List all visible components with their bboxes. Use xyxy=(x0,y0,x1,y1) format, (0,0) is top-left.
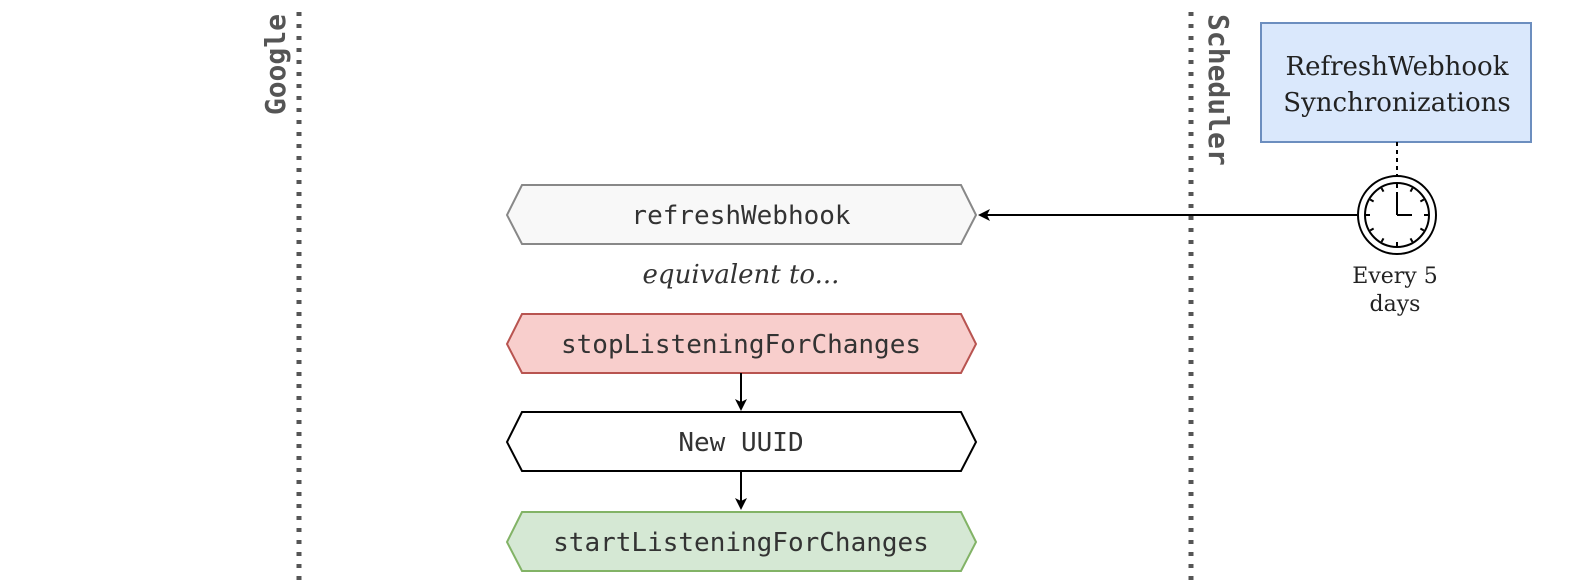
new-uuid-step xyxy=(505,411,978,472)
stop-listening-step xyxy=(505,313,978,374)
clock-tick xyxy=(1419,198,1425,203)
scheduler-lane-label: Scheduler xyxy=(1202,14,1235,166)
timer-label-line1: Every 5 xyxy=(1352,264,1437,289)
clock-tick xyxy=(1380,187,1385,193)
timer-label-line2: days xyxy=(1370,292,1421,317)
start-listening-step xyxy=(505,511,978,572)
refresh-webhook-step xyxy=(505,184,978,245)
clock-tick xyxy=(1409,187,1414,193)
clock-icon xyxy=(1357,175,1437,255)
new-uuid-label: New UUID xyxy=(678,428,803,458)
clock-tick xyxy=(1409,237,1414,243)
equivalent-note: equivalent to... xyxy=(643,260,840,290)
clock-tick xyxy=(1419,227,1425,232)
start-listening-label: startListeningForChanges xyxy=(553,528,929,558)
stop-listening-label: stopListeningForChanges xyxy=(561,330,921,360)
clock-tick xyxy=(1380,237,1385,243)
clock-tick xyxy=(1369,227,1375,232)
task-label-line1: RefreshWebhook xyxy=(1286,52,1509,82)
task-label-line2: Synchronizations xyxy=(1283,88,1510,118)
google-lane-label: Google xyxy=(259,14,292,115)
refresh-webhook-label: refreshWebhook xyxy=(631,201,850,231)
refresh-webhook-synchronizations-box xyxy=(1260,22,1532,143)
clock-tick xyxy=(1369,198,1375,203)
